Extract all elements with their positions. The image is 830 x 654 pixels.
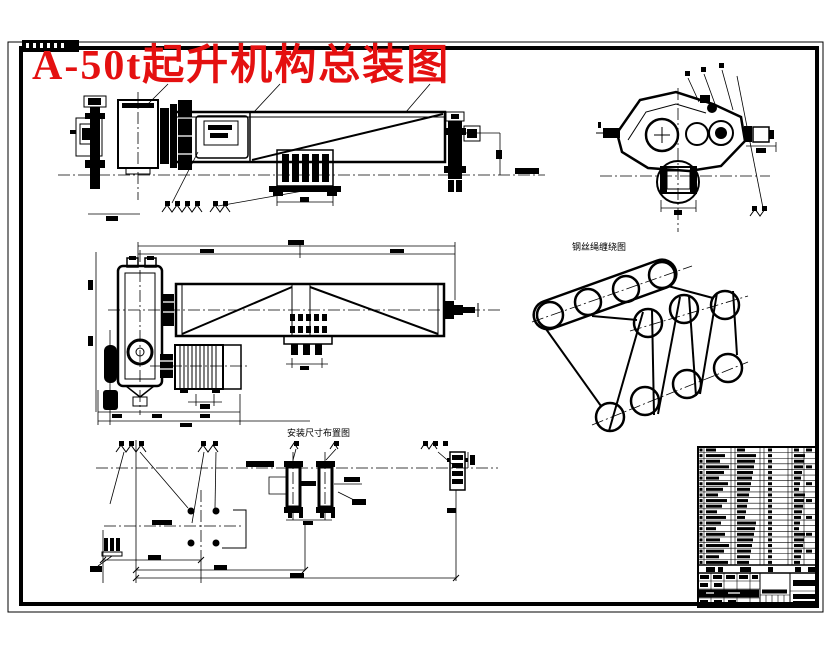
bom-rows <box>698 448 818 564</box>
reeving-diagram: 钢丝绳缠绕图 <box>531 241 749 433</box>
layout-caption: 安装尺寸布置图 <box>287 427 350 438</box>
corner-stamp <box>22 40 79 52</box>
front-view <box>58 83 545 221</box>
installation-layout: 安装尺寸布置图 <box>90 427 498 583</box>
title-block <box>697 446 819 608</box>
drawing-title: A-50t起升机构总装图 <box>32 42 450 89</box>
reeving-caption: 钢丝绳缠绕图 <box>572 241 626 252</box>
end-view <box>596 63 777 232</box>
drawing-frame <box>7 41 824 613</box>
plan-view <box>88 240 500 427</box>
